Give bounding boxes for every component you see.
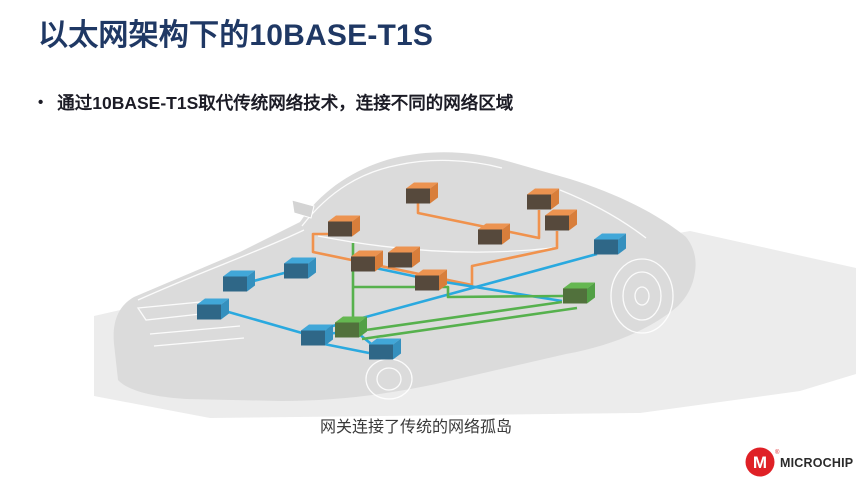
bullet-marker: • xyxy=(38,94,44,111)
network-link-green xyxy=(353,285,564,299)
network-node-orange xyxy=(351,250,383,272)
network-node-blue xyxy=(284,257,316,279)
registered-mark: ® xyxy=(775,449,780,456)
network-node-green xyxy=(563,282,595,304)
microchip-wordmark: MICROCHIP xyxy=(780,456,853,470)
network-node-orange xyxy=(406,182,438,204)
network-node-orange xyxy=(388,246,420,268)
network-link-green xyxy=(358,300,563,333)
network-link-orange xyxy=(311,231,559,287)
network-node-green xyxy=(335,316,367,338)
network-node-blue xyxy=(197,298,229,320)
network-link-orange xyxy=(416,203,541,240)
network-layer xyxy=(197,182,626,360)
network-link-blue xyxy=(323,342,370,355)
network-node-orange xyxy=(527,188,559,210)
slide-title: 以太网架构下的10BASE-T1S xyxy=(38,19,434,52)
side-mirror xyxy=(291,199,315,219)
microchip-logo-circle xyxy=(745,447,775,477)
bullet-item: • 通过10BASE-T1S取代传统网络技术，连接不同的网络区域 xyxy=(38,91,513,115)
microchip-logo: M ® MICROCHIP xyxy=(745,447,853,477)
bullet-text: 通过10BASE-T1S取代传统网络技术，连接不同的网络区域 xyxy=(57,93,514,113)
network-node-orange xyxy=(328,215,360,237)
network-node-blue xyxy=(301,324,333,346)
network-node-orange xyxy=(478,223,510,245)
network-node-blue xyxy=(223,270,255,292)
network-node-orange xyxy=(415,269,447,291)
microchip-monogram: M xyxy=(753,453,767,472)
network-link-blue xyxy=(217,307,303,335)
network-node-blue xyxy=(594,233,626,255)
network-link-green xyxy=(361,306,578,341)
network-node-blue xyxy=(369,338,401,360)
network-node-orange xyxy=(545,209,577,231)
diagram-caption: 网关连接了传统的网络孤岛 xyxy=(319,419,512,436)
